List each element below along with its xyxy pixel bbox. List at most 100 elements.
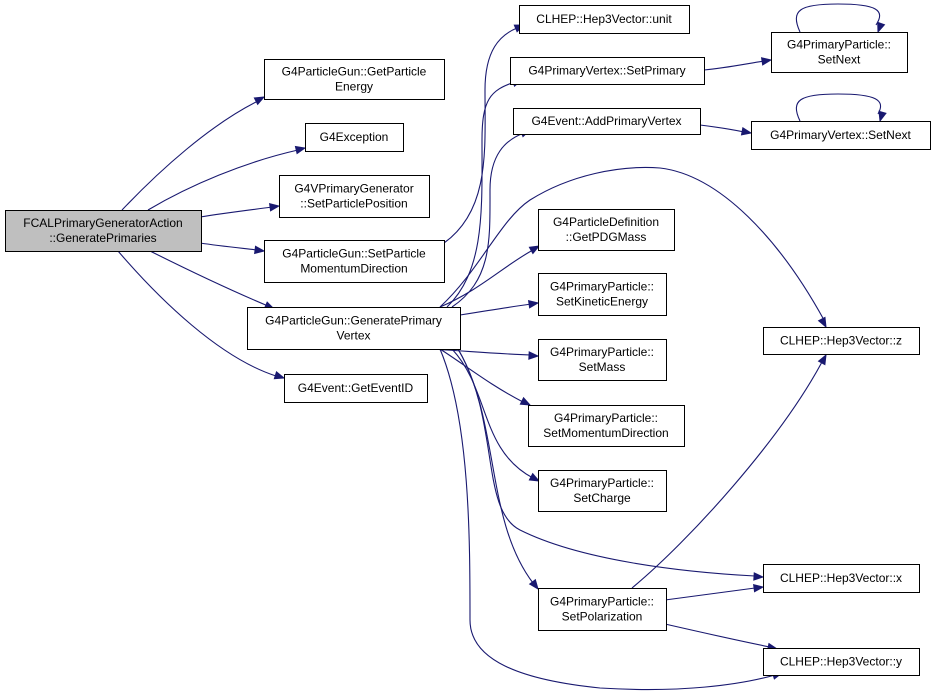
edge-setPol-to-vz: [631, 353, 827, 589]
edge-genVertex-to-setCharge: [451, 348, 541, 482]
edge-line: [795, 3, 881, 33]
node-fcal: FCALPrimaryGeneratorAction::GeneratePrim…: [5, 210, 202, 252]
node-addPV[interactable]: G4Event::AddPrimaryVertex: [513, 108, 701, 135]
edge-pvSetNext-to-pvSetNext: [795, 93, 887, 123]
node-getEventID[interactable]: G4Event::GetEventID: [284, 374, 428, 403]
arrowhead-icon: [294, 145, 307, 155]
edge-ppSetNext-to-ppSetNext: [795, 3, 886, 34]
edge-fcal-to-genVertex: [149, 250, 276, 310]
node-pvSetNext[interactable]: G4PrimaryVertex::SetNext: [751, 121, 931, 150]
node-exception[interactable]: G4Exception: [305, 123, 404, 152]
edge-line: [459, 303, 532, 316]
node-box: [264, 240, 445, 283]
node-label: G4Exception: [320, 130, 389, 144]
node-box: [763, 327, 920, 355]
node-label: ::GetPDGMass: [566, 230, 647, 244]
edge-line: [451, 132, 525, 308]
edge-genVertex-to-setKE: [459, 300, 540, 316]
node-label: SetKineticEnergy: [556, 295, 648, 309]
edge-genVertex-to-vz: [439, 166, 827, 329]
node-box: [510, 57, 705, 85]
arrowhead-icon: [528, 351, 540, 360]
arrowhead-icon: [519, 396, 532, 406]
node-ppSetNext[interactable]: G4PrimaryParticle::SetNext: [771, 32, 908, 73]
edge-line: [699, 124, 745, 133]
edge-genVertex-to-setMomDirPP: [439, 348, 532, 406]
edge-genVertex-to-vx: [457, 348, 765, 581]
arrowhead-icon: [253, 96, 266, 106]
node-label: G4PrimaryVertex::SetPrimary: [528, 64, 685, 78]
node-setKE[interactable]: G4PrimaryParticle::SetKineticEnergy: [538, 273, 667, 316]
edge-genVertex-to-setMass: [429, 348, 540, 360]
edge-line: [439, 249, 534, 308]
arrowhead-icon: [740, 126, 753, 136]
node-box: [538, 470, 667, 512]
node-label: G4Event::AddPrimaryVertex: [531, 114, 681, 128]
arrowhead-icon: [817, 353, 827, 366]
arrowhead-icon: [268, 203, 281, 212]
node-box: [5, 210, 202, 252]
node-box: [247, 307, 461, 350]
node-box: [771, 32, 908, 73]
node-label: Energy: [335, 80, 373, 94]
arrowhead-icon: [817, 316, 827, 329]
edge-line: [451, 348, 534, 479]
node-setPos[interactable]: G4VPrimaryGenerator::SetParticlePosition: [279, 175, 430, 218]
node-label: G4Event::GetEventID: [298, 381, 414, 395]
arrowhead-icon: [528, 472, 541, 482]
edge-line: [439, 348, 524, 403]
node-setCharge[interactable]: G4PrimaryParticle::SetCharge: [538, 470, 667, 512]
node-label: G4PrimaryVertex::SetNext: [770, 128, 911, 142]
arrowhead-icon: [527, 300, 540, 309]
edge-line: [199, 242, 258, 251]
node-box: [538, 209, 675, 251]
node-box: [519, 5, 690, 34]
edge-line: [439, 348, 776, 691]
node-label: G4ParticleDefinition: [553, 215, 659, 229]
nodes-layer: FCALPrimaryGeneratorAction::GeneratePrim…: [5, 5, 931, 676]
arrowhead-icon: [273, 371, 286, 380]
node-label: G4PrimaryParticle::: [550, 280, 654, 294]
node-vy[interactable]: CLHEP::Hep3Vector::y: [763, 648, 920, 676]
node-box: [538, 588, 667, 631]
edge-line: [457, 348, 756, 577]
node-label: CLHEP::Hep3Vector::unit: [536, 12, 672, 26]
node-label: FCALPrimaryGeneratorAction: [23, 216, 182, 230]
node-label: G4VPrimaryGenerator: [294, 182, 413, 196]
node-label: G4ParticleGun::SetParticle: [282, 247, 426, 261]
edge-pvSetPrimary-to-ppSetNext: [703, 57, 773, 71]
node-box: [763, 564, 920, 593]
node-label: SetNext: [818, 53, 861, 67]
edge-fcal-to-getEventID: [117, 250, 286, 380]
edge-line: [631, 361, 823, 589]
node-box: [751, 121, 931, 150]
node-pdgMass[interactable]: G4ParticleDefinition::GetPDGMass: [538, 209, 675, 251]
node-vx[interactable]: CLHEP::Hep3Vector::x: [763, 564, 920, 593]
node-label: G4ParticleGun::GeneratePrimary: [265, 314, 442, 328]
arrowhead-icon: [877, 21, 886, 34]
node-setMomDirPP[interactable]: G4PrimaryParticle::SetMomentumDirection: [528, 405, 685, 447]
node-pvSetPrimary[interactable]: G4PrimaryVertex::SetPrimary: [510, 57, 705, 85]
edge-line: [121, 100, 259, 211]
node-box: [513, 108, 701, 135]
node-unit[interactable]: CLHEP::Hep3Vector::unit: [519, 5, 690, 34]
node-label: CLHEP::Hep3Vector::x: [780, 571, 902, 585]
node-box: [284, 374, 428, 403]
node-label: Vertex: [336, 329, 370, 343]
node-box: [279, 175, 430, 218]
node-box: [264, 59, 445, 100]
arrowhead-icon: [528, 578, 539, 591]
edge-genVertex-to-setPol: [457, 348, 539, 591]
node-setPol[interactable]: G4PrimaryParticle::SetPolarization: [538, 588, 667, 631]
node-setMomDir[interactable]: G4ParticleGun::SetParticleMomentumDirect…: [264, 240, 445, 283]
node-setMass[interactable]: G4PrimaryParticle::SetMass: [538, 339, 667, 381]
node-vz[interactable]: CLHEP::Hep3Vector::z: [763, 327, 920, 355]
edge-genVertex-to-pdgMass: [439, 245, 541, 308]
node-label: G4PrimaryParticle::: [550, 595, 654, 609]
node-box: [538, 339, 667, 381]
node-label: G4PrimaryParticle::: [554, 411, 658, 425]
edge-line: [443, 27, 518, 244]
